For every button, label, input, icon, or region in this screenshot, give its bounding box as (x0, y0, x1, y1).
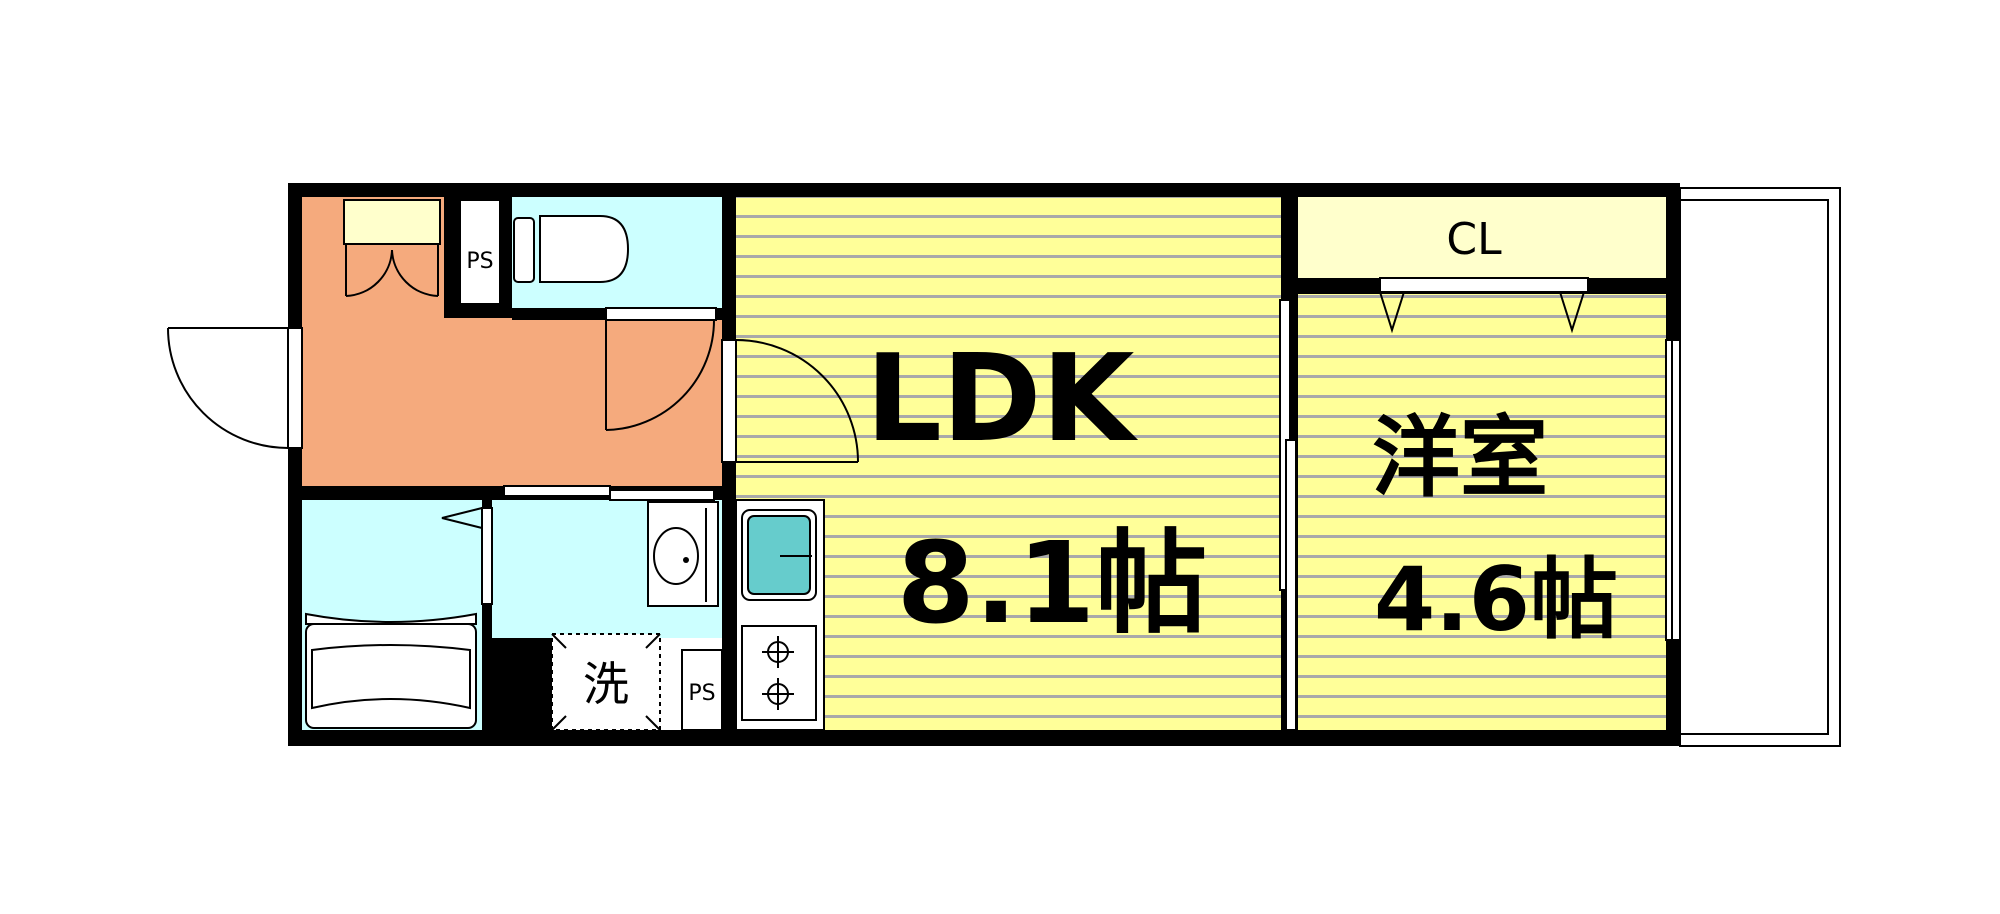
western-room-label: 洋室 (1372, 406, 1548, 509)
ldk-size-label: 8.1帖 (897, 519, 1207, 649)
ps-top: PS (459, 199, 501, 305)
shoe-cabinet (343, 199, 441, 245)
ps-top-label: PS (466, 249, 493, 274)
closet-label: CL (1446, 214, 1502, 265)
wash-basin-icon (647, 501, 719, 607)
western-room-floor (1298, 294, 1668, 730)
washer-label: 洗 (583, 657, 629, 711)
western-room-size-label: 4.6帖 (1374, 548, 1618, 651)
bathtub-icon (305, 612, 477, 729)
room-sliding-door (1279, 299, 1297, 731)
balcony-window (1665, 339, 1681, 641)
closet-doors (1379, 277, 1589, 334)
kitchen-sink-icon (741, 509, 817, 601)
toilet-icon (513, 215, 630, 283)
ps-bottom-label: PS (688, 681, 715, 706)
balcony (1679, 187, 1841, 747)
ldk-label: LDK (865, 330, 1138, 469)
entrance-door (167, 327, 303, 449)
washroom-sliding-door (503, 485, 715, 501)
ldk-door (721, 339, 859, 463)
stove-icon (741, 625, 817, 721)
ps-bottom: PS (681, 649, 723, 731)
washer-space: 洗 (551, 633, 661, 731)
toilet-door (605, 307, 717, 431)
bathroom-door (441, 507, 493, 605)
closet-floor (1298, 196, 1668, 278)
shoe-cabinet-doors (345, 244, 439, 297)
